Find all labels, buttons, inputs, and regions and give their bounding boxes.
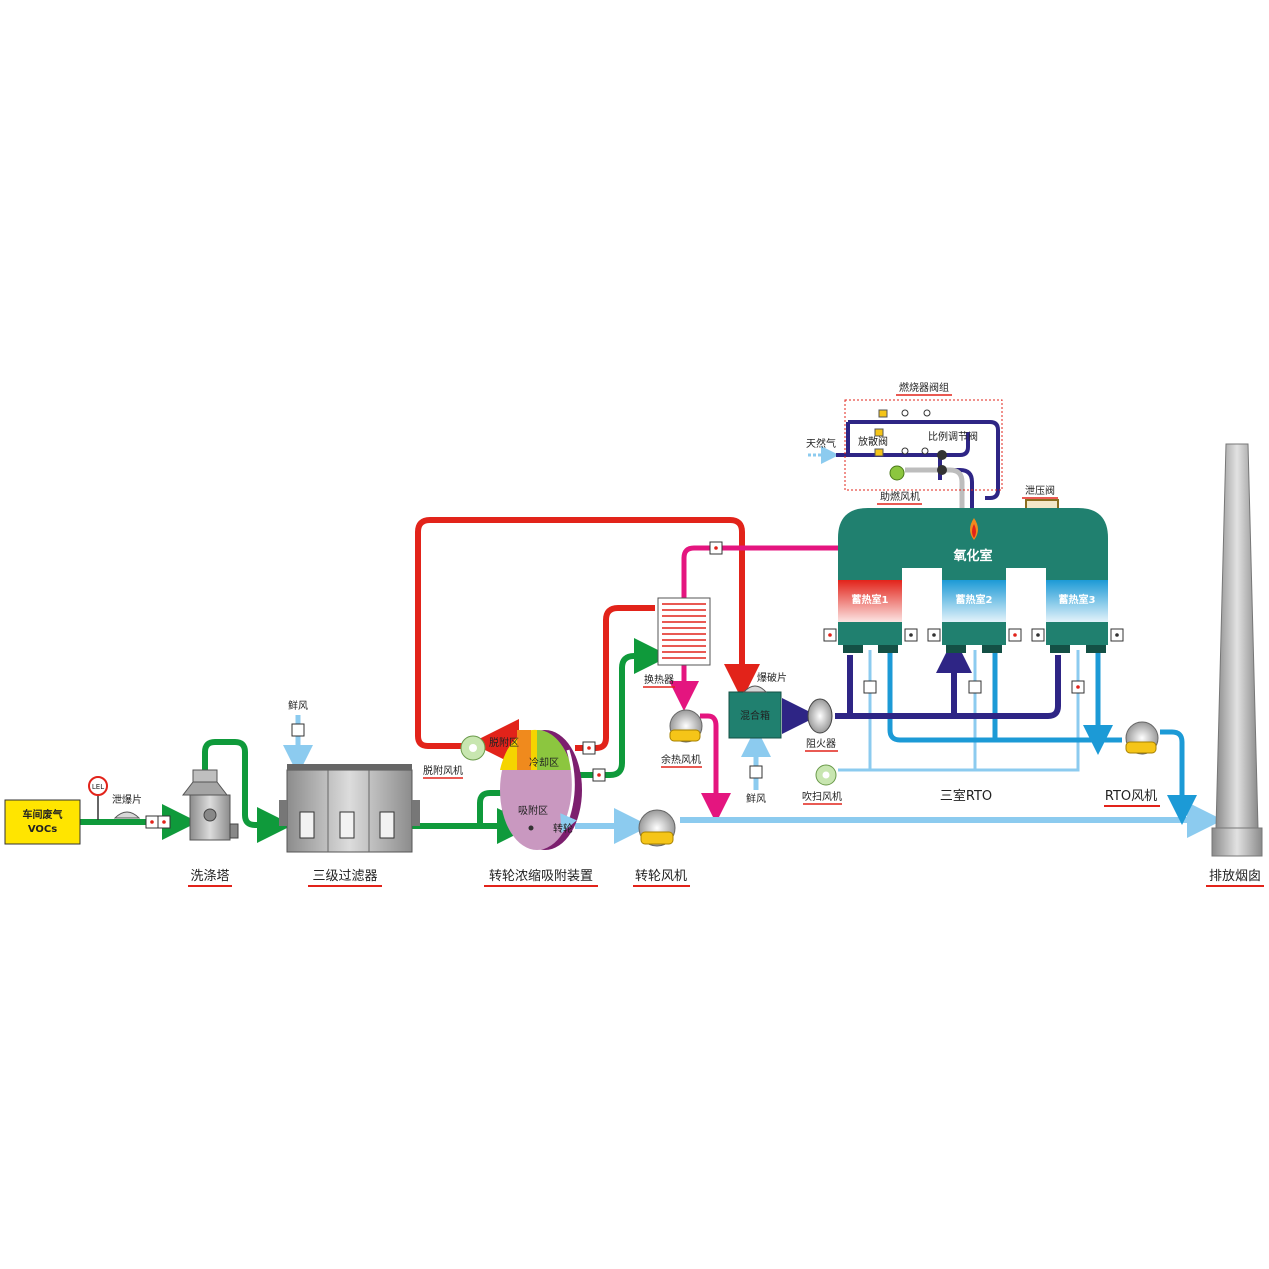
valve-icon (937, 450, 947, 460)
desorb-zone-label: 脱附区 (489, 736, 519, 749)
gauge-icon (901, 447, 909, 455)
pipe-scrubber-to-filter (202, 739, 293, 843)
burst-disc-label: 爆破片 (757, 671, 787, 684)
waste-heat-fan-label: 余热风机 (661, 753, 701, 766)
lel-gauge-icon (88, 776, 108, 796)
desorb-fan-label: 脱附风机 (423, 764, 463, 777)
pipe-rto-fan-to-stack (1160, 729, 1197, 825)
valve-icon (291, 723, 305, 737)
burner-valves-label: 燃烧器阀组 (899, 381, 949, 394)
fresh-air-label-2: 鲜风 (746, 792, 766, 805)
mix-box (728, 691, 782, 739)
chamber-3-label: 蓄热室3 (1059, 593, 1096, 606)
burst-disc-icon (742, 685, 768, 693)
vent-label: 泄爆片 (112, 793, 142, 806)
lel-label: LEL (92, 783, 104, 791)
valve-icon (863, 680, 877, 694)
valve-icon (878, 409, 888, 418)
rotor-fan (638, 809, 676, 847)
pipe-combustion-air (905, 467, 965, 515)
valve-icon (749, 765, 763, 779)
rotor-device-label: 转轮浓缩吸附装置 (489, 868, 593, 884)
stack-label: 排放烟囱 (1209, 869, 1261, 884)
heat-exchanger (657, 597, 711, 666)
relief-valve-icon (1025, 499, 1059, 508)
valve-icon (968, 680, 982, 694)
pipe-cool-zone-to-exchanger (580, 638, 670, 778)
relief-valve-label: 泄压阀 (1025, 484, 1055, 497)
pipe-exchanger-to-desorb (575, 605, 655, 751)
source-label-1: 车间废气 (23, 808, 63, 821)
heat-exchanger-label: 换热器 (644, 673, 674, 686)
flame-arrester-label: 阻火器 (806, 738, 836, 750)
valve-icon (874, 428, 884, 437)
rotor-wheel (500, 729, 582, 850)
chamber-2-label: 蓄热室2 (956, 593, 993, 606)
purge-fan-label: 吹扫风机 (802, 790, 842, 803)
bleed-valve-label: 放散阀 (858, 435, 888, 448)
rotor-fan-label: 转轮风机 (635, 869, 687, 884)
pipe-gas-line (836, 420, 1000, 500)
voc-source-box (4, 799, 81, 845)
rotor-label: 转轮 (553, 822, 573, 835)
cool-zone-label: 冷却区 (529, 756, 559, 769)
fan-icon (889, 465, 905, 481)
pipe-desorb-loop (415, 517, 760, 749)
pipe-purge-line (838, 650, 1080, 772)
chamber-1-label: 蓄热室1 (852, 593, 889, 606)
exhaust-stack (1211, 443, 1263, 857)
pipe-filter-to-rotor (412, 775, 538, 829)
pipe-waste-heat-fan-out (700, 713, 731, 823)
scrubber-tower (181, 769, 239, 841)
gauge-icon (901, 409, 909, 417)
filter-label: 三级过滤器 (312, 869, 377, 884)
valve-icon (937, 465, 947, 475)
mix-box-label: 混合箱 (740, 709, 770, 722)
vent-panel-icon (113, 811, 141, 819)
scrubber-label: 洗涤塔 (190, 869, 229, 884)
three-stage-filter (279, 764, 420, 853)
waste-heat-fan (669, 709, 703, 743)
pipe-arrester-to-chambers (835, 655, 1061, 719)
oxidation-chamber-label: 氧化室 (952, 548, 992, 564)
combustion-fan-label: 助燃风机 (880, 490, 920, 503)
rto-label: 三室RTO (940, 788, 992, 804)
pipe-rto-exhaust (887, 650, 1122, 740)
rto-fan-label: RTO风机 (1105, 789, 1157, 804)
valve-icon (874, 448, 884, 457)
adsorb-zone-label: 吸附区 (518, 804, 548, 817)
pipe-oxidation-to-exchanger (681, 545, 838, 598)
gauge-icon (923, 409, 931, 417)
rto-fan (1125, 721, 1159, 755)
ratio-valve-label: 比例调节阀 (928, 430, 978, 443)
natural-gas-label: 天然气 (806, 437, 836, 450)
burner-valve-group (844, 399, 1003, 491)
rto-unit (838, 508, 1108, 653)
flame-arrester (807, 698, 833, 734)
source-label-2: VOCs (28, 824, 57, 835)
fresh-air-label-1: 鲜风 (288, 699, 308, 712)
pipe-gas-to-burner (938, 455, 974, 515)
gauge-icon (921, 447, 929, 455)
